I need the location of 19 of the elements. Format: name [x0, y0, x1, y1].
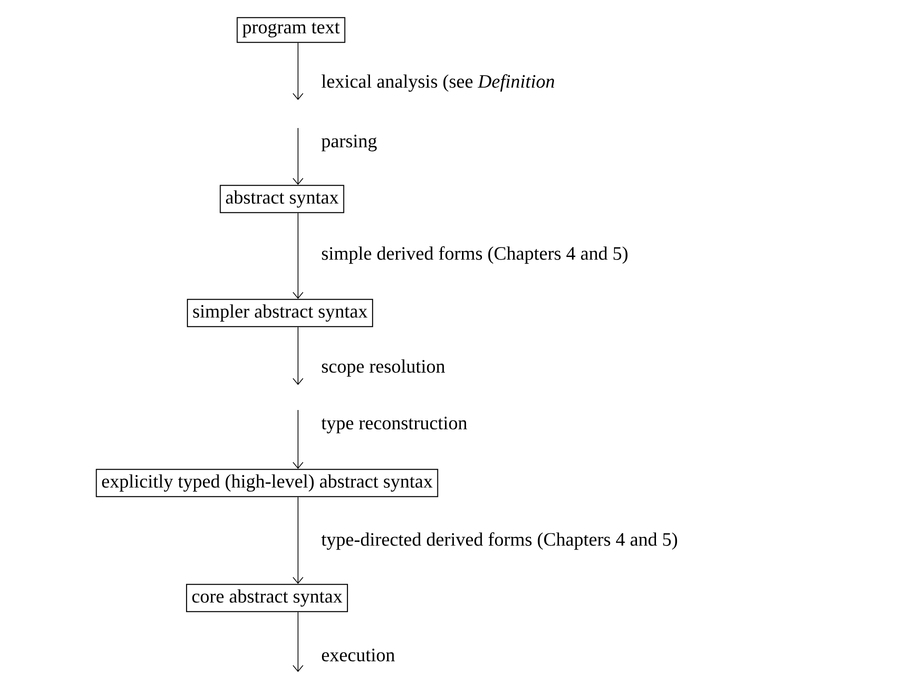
arrow — [292, 326, 304, 385]
syntax-box: core abstract syntax — [186, 584, 348, 612]
syntax-box: explicitly typed (high-level) abstract syntax — [96, 468, 438, 498]
arrow — [292, 410, 304, 469]
arrow — [292, 42, 304, 100]
edge-label: simple derived forms (Chapters 4 and 5) — [322, 246, 628, 264]
syntax-box: program text — [236, 17, 346, 43]
edge-label: type reconstruction — [321, 416, 468, 434]
edge-label: lexical analysis (see Definition — [322, 74, 554, 92]
arrow — [292, 612, 304, 672]
arrow — [292, 212, 304, 299]
syntax-box: simpler abstract syntax — [186, 298, 374, 328]
arrow — [292, 496, 304, 584]
edge-label: scope resolution — [322, 359, 445, 377]
arrow — [292, 128, 304, 185]
edge-label: type-directed derived forms (Chapters 4 and 5) — [321, 532, 678, 550]
edge-label: execution — [322, 648, 395, 662]
edge-label: parsing — [322, 134, 377, 152]
syntax-box: abstract syntax — [220, 184, 344, 214]
